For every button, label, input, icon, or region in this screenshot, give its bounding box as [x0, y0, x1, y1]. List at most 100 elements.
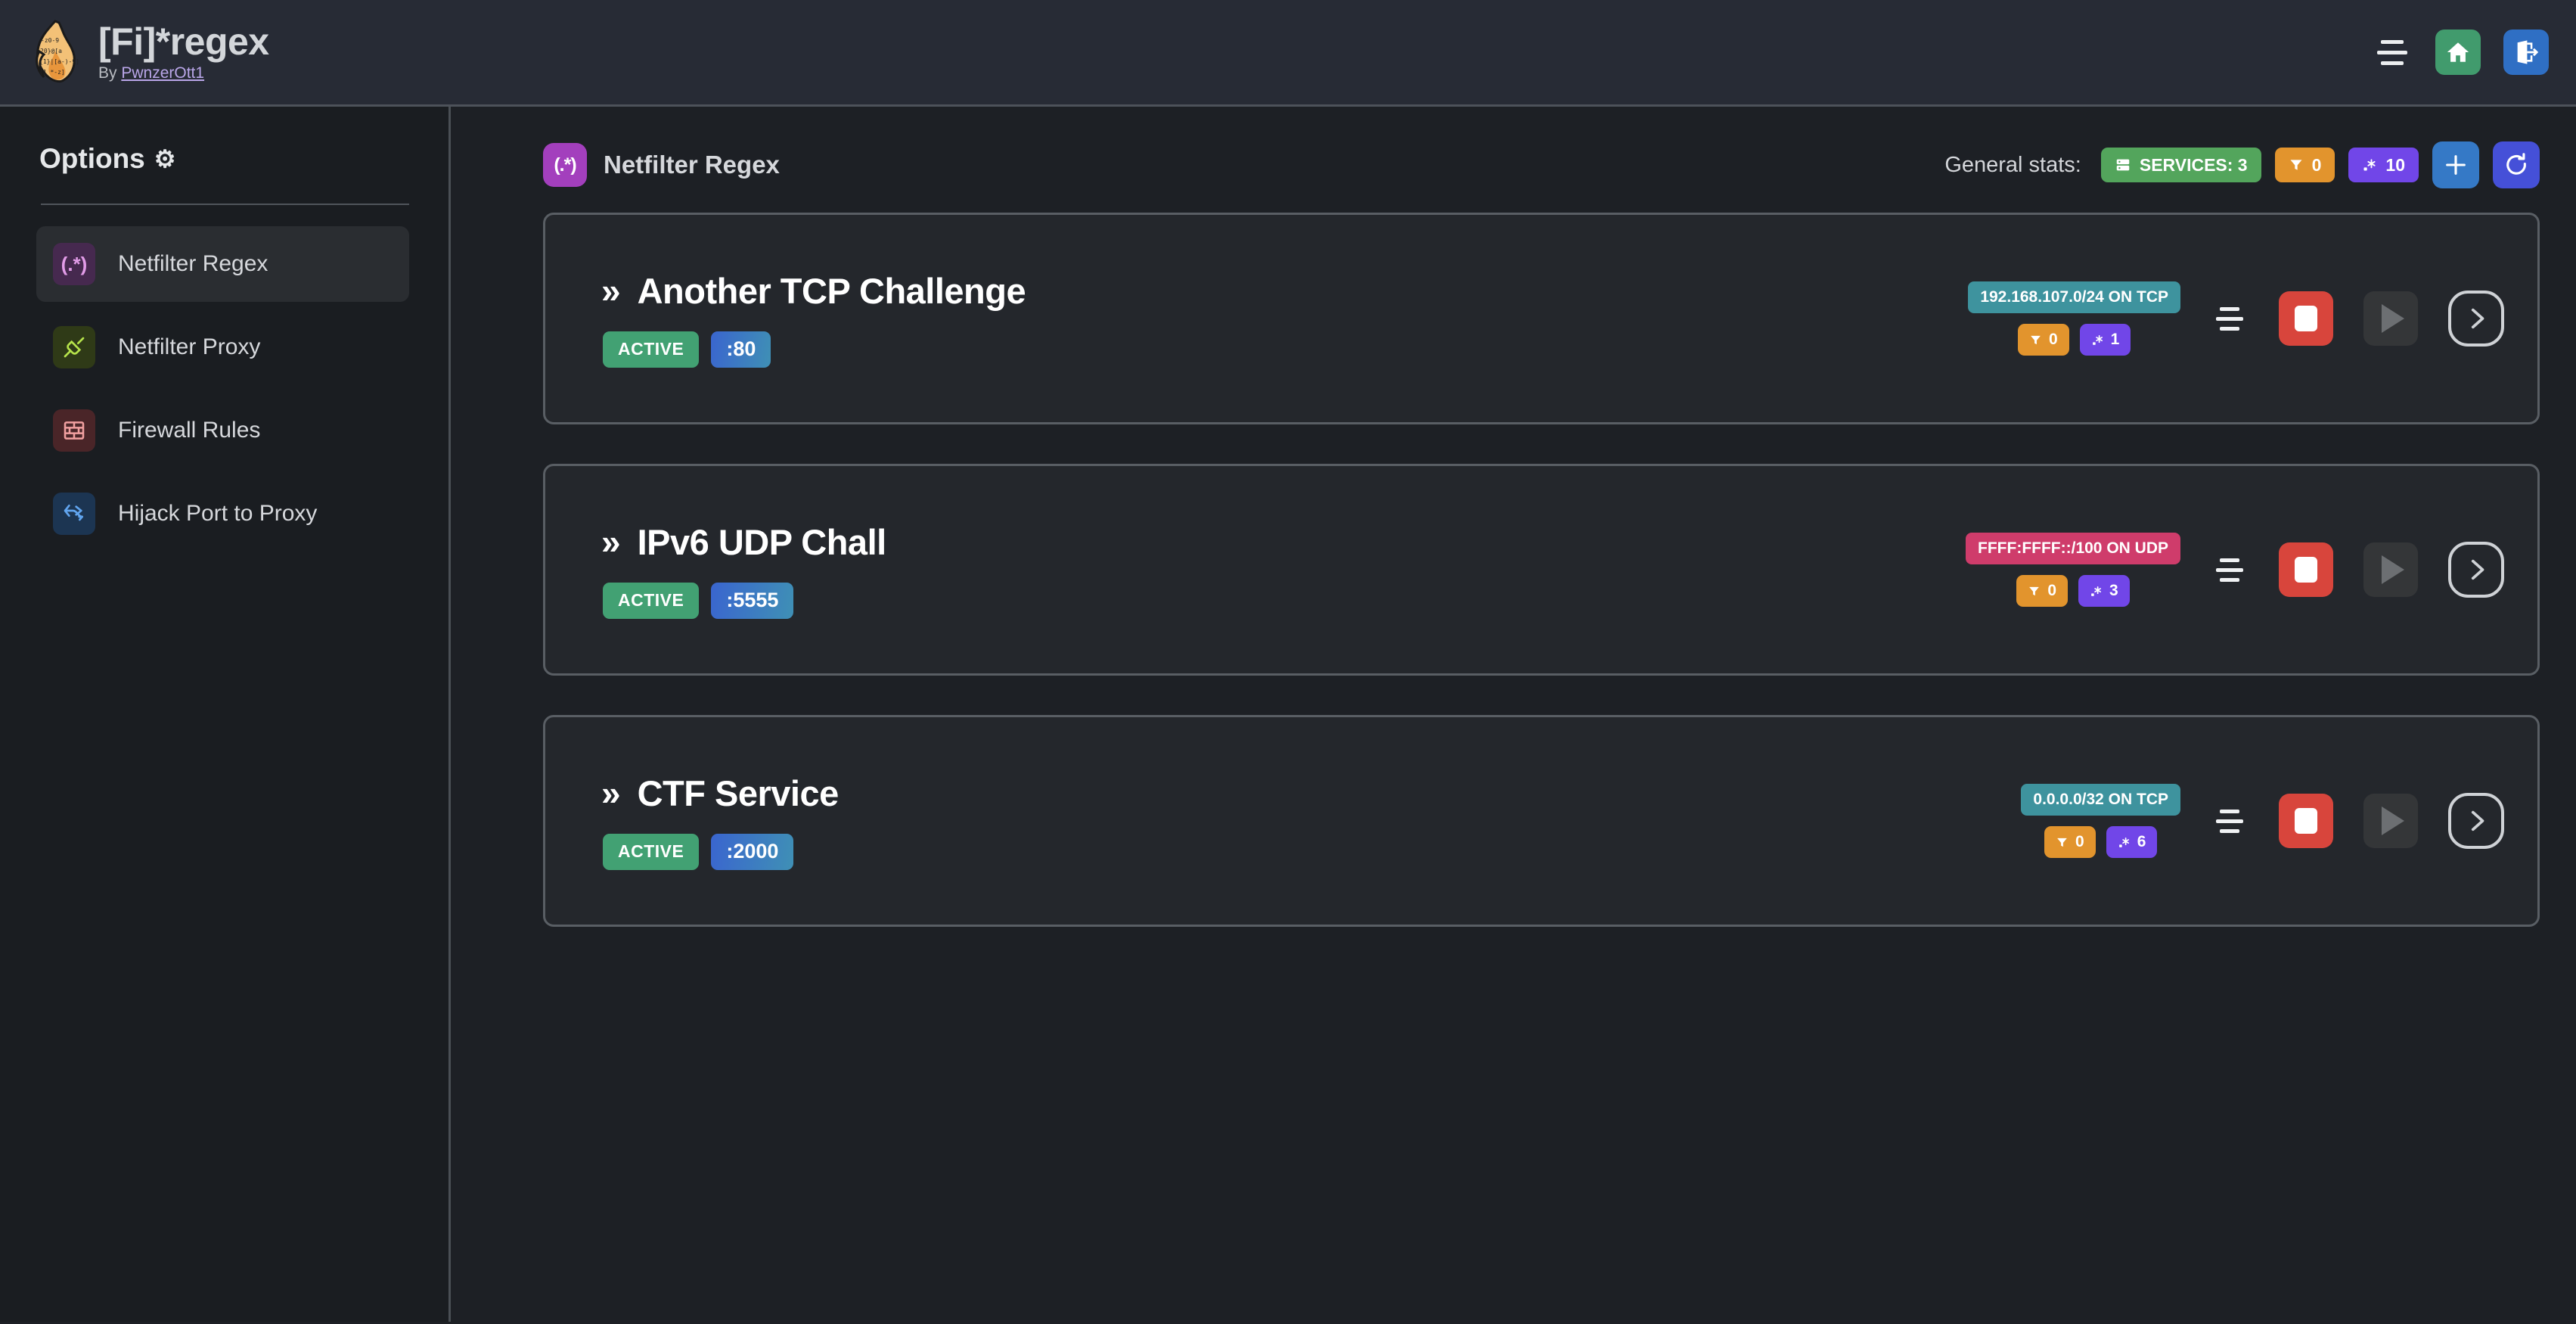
- gear-icon: ⚙: [154, 145, 176, 172]
- sidebar-item-hijack-port-to-proxy[interactable]: Hijack Port to Proxy: [36, 476, 409, 552]
- service-card[interactable]: » CTF Service ACTIVE :2000 0.0.0.0/32 ON…: [543, 715, 2540, 927]
- service-regexes-count: 3: [2109, 582, 2118, 599]
- service-title: » IPv6 UDP Chall: [601, 521, 886, 563]
- service-info: » CTF Service ACTIVE :2000: [601, 772, 839, 870]
- plug-icon: [53, 326, 95, 368]
- expand-button[interactable]: [2448, 291, 2504, 347]
- service-info: » IPv6 UDP Chall ACTIVE :5555: [601, 521, 886, 619]
- sidebar-item-netfilter-regex[interactable]: (.*) Netfilter Regex: [36, 226, 409, 302]
- page-title: (.*) Netfilter Regex: [543, 143, 780, 187]
- app-author: By PwnzerOtt1: [98, 64, 269, 82]
- port-badge: :5555: [711, 582, 794, 619]
- service-network-info: FFFF:FFFF::/100 ON UDP 0: [1966, 533, 2180, 607]
- network-badge: FFFF:FFFF::/100 ON UDP: [1966, 533, 2180, 564]
- stop-button[interactable]: [2279, 794, 2333, 848]
- header-actions: [2372, 30, 2549, 75]
- regex-icon: [2091, 586, 2102, 596]
- page-title-label: Netfilter Regex: [604, 151, 780, 179]
- service-actions: 0.0.0.0/32 ON TCP 0 6: [2021, 784, 2504, 858]
- play-icon: [2382, 304, 2404, 333]
- service-network-info: 192.168.107.0/24 ON TCP 0: [1968, 281, 2180, 356]
- route-split-icon: [53, 493, 95, 535]
- funnel-icon: [2290, 160, 2302, 170]
- port-badge: :80: [711, 331, 771, 368]
- funnel-icon: [2057, 838, 2067, 847]
- stop-button[interactable]: [2279, 542, 2333, 597]
- chevron-right-icon: [2471, 308, 2484, 329]
- chevron-right-icon: [2471, 559, 2484, 580]
- service-filters-count: 0: [2075, 833, 2084, 850]
- play-button[interactable]: [2363, 794, 2418, 848]
- play-button[interactable]: [2363, 542, 2418, 597]
- sidebar-item-label: Netfilter Regex: [118, 251, 268, 276]
- stat-services-label: SERVICES: 3: [2139, 154, 2248, 175]
- service-name: CTF Service: [637, 772, 840, 813]
- service-name: IPv6 UDP Chall: [637, 521, 887, 562]
- status-badge: ACTIVE: [603, 582, 700, 619]
- svg-text:{1}|[a-)-9]: {1}|[a-)-9]: [39, 58, 79, 65]
- brick-wall-icon: [53, 409, 95, 452]
- stop-icon: [2295, 808, 2317, 834]
- double-chevron-icon: »: [601, 773, 621, 813]
- service-card[interactable]: » Another TCP Challenge ACTIVE :80 192.1…: [543, 213, 2540, 424]
- service-filters-count: 0: [2047, 582, 2056, 599]
- expand-button[interactable]: [2448, 542, 2504, 598]
- service-name: Another TCP Challenge: [637, 270, 1026, 311]
- stat-filters-badge: 0: [2274, 148, 2335, 182]
- service-counters: 0 6: [2044, 826, 2158, 858]
- service-filters-count: 0: [2048, 331, 2058, 348]
- svg-text:-z0-9: -z0-9: [41, 37, 59, 44]
- regex-icon: (.*): [53, 243, 95, 285]
- general-stats: General stats: SERVICES: 3 0: [1944, 141, 2540, 188]
- service-title: » CTF Service: [601, 772, 839, 814]
- double-chevron-icon: »: [601, 271, 621, 310]
- regex-icon: (.*): [543, 143, 587, 187]
- service-menu-icon[interactable]: [2211, 558, 2249, 582]
- by-prefix: By: [98, 64, 122, 82]
- add-service-button[interactable]: [2432, 141, 2479, 188]
- sidebar-item-netfilter-proxy[interactable]: Netfilter Proxy: [36, 309, 409, 385]
- service-filters-badge: 0: [2044, 826, 2096, 858]
- brand: -z0-9 20}@[a {1}|[a-)-9] {1 *-z] [Fi]*re…: [30, 20, 269, 85]
- sidebar-divider: [41, 204, 409, 205]
- service-actions: 192.168.107.0/24 ON TCP 0: [1968, 281, 2504, 356]
- funnel-icon: [2031, 335, 2041, 344]
- stop-button[interactable]: [2279, 291, 2333, 346]
- service-badges: ACTIVE :5555: [601, 582, 886, 619]
- sidebar-item-firewall-rules[interactable]: Firewall Rules: [36, 393, 409, 468]
- service-counters: 0 3: [2016, 575, 2130, 607]
- author-link[interactable]: PwnzerOtt1: [121, 64, 205, 82]
- server-icon: [2116, 159, 2130, 171]
- double-chevron-icon: »: [601, 522, 621, 561]
- service-menu-icon[interactable]: [2211, 306, 2249, 331]
- play-icon: [2382, 555, 2404, 584]
- stats-label: General stats:: [1944, 152, 2081, 177]
- chevron-right-icon: [2471, 810, 2484, 831]
- service-badges: ACTIVE :2000: [601, 833, 839, 870]
- svg-text:{1 *-z]: {1 *-z]: [39, 69, 65, 76]
- refresh-button[interactable]: [2493, 141, 2540, 188]
- expand-button[interactable]: [2448, 793, 2504, 849]
- network-badge: 0.0.0.0/32 ON TCP: [2021, 784, 2180, 816]
- regex-icon: [2092, 334, 2103, 345]
- service-title: » Another TCP Challenge: [601, 270, 1026, 312]
- service-regexes-count: 1: [2110, 331, 2120, 348]
- service-menu-icon[interactable]: [2211, 809, 2249, 833]
- home-button[interactable]: [2435, 30, 2481, 75]
- logout-button[interactable]: [2503, 30, 2549, 75]
- service-card[interactable]: » IPv6 UDP Chall ACTIVE :5555 FFFF:FFFF:…: [543, 464, 2540, 676]
- play-button[interactable]: [2363, 291, 2418, 346]
- service-regexes-badge: 3: [2078, 575, 2130, 607]
- plus-icon: [2446, 155, 2466, 175]
- refresh-icon: [2506, 153, 2526, 175]
- network-badge: 192.168.107.0/24 ON TCP: [1968, 281, 2180, 313]
- service-badges: ACTIVE :80: [601, 331, 1026, 368]
- funnel-icon: [2029, 586, 2040, 595]
- logout-icon: [2517, 40, 2539, 64]
- hamburger-icon[interactable]: [2372, 32, 2413, 73]
- stat-filters-label: 0: [2311, 154, 2322, 175]
- flame-regex-logo-icon: -z0-9 20}@[a {1}|[a-)-9] {1 *-z]: [36, 20, 79, 83]
- stat-regexes-label: 10: [2385, 154, 2405, 175]
- main-header: (.*) Netfilter Regex General stats: SERV…: [451, 137, 2576, 193]
- sidebar-item-label: Hijack Port to Proxy: [118, 501, 318, 526]
